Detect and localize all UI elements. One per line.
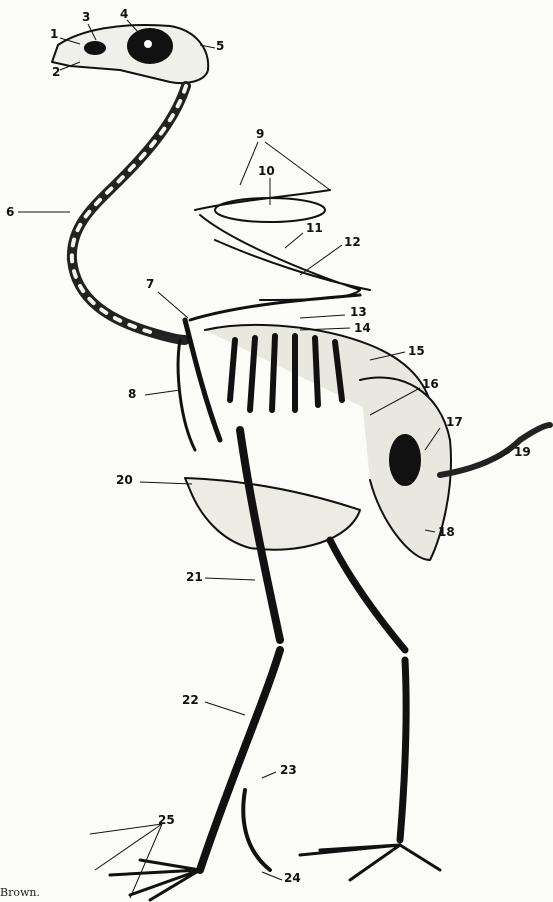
label-5: 5 — [216, 40, 224, 52]
label-10: 10 — [258, 165, 275, 177]
label-6: 6 — [6, 206, 14, 218]
label-2: 2 — [52, 66, 60, 78]
foot-near — [110, 860, 200, 900]
label-4: 4 — [120, 8, 128, 20]
label-21: 21 — [186, 571, 203, 583]
nostril — [85, 42, 105, 54]
label-22: 22 — [182, 694, 199, 706]
label-18: 18 — [438, 526, 455, 538]
label-24: 24 — [284, 872, 301, 884]
label-25: 25 — [158, 814, 175, 826]
label-8: 8 — [128, 388, 136, 400]
sternum — [185, 478, 360, 550]
label-17: 17 — [446, 416, 463, 428]
foot-far — [300, 845, 440, 880]
label-16: 16 — [422, 378, 439, 390]
label-19: 19 — [514, 446, 531, 458]
label-7: 7 — [146, 278, 154, 290]
label-14: 14 — [354, 322, 371, 334]
label-12: 12 — [344, 236, 361, 248]
label-1: 1 — [50, 28, 58, 40]
illustrator-credit: Brown. — [0, 886, 40, 899]
label-9: 9 — [256, 128, 264, 140]
tibia-near — [200, 650, 280, 870]
tail — [440, 425, 550, 475]
spine — [190, 295, 360, 320]
label-23: 23 — [280, 764, 297, 776]
label-11: 11 — [306, 222, 323, 234]
femur-far — [330, 540, 405, 650]
label-3: 3 — [82, 11, 90, 23]
coracoid — [185, 320, 220, 440]
label-20: 20 — [116, 474, 133, 486]
label-15: 15 — [408, 345, 425, 357]
label-13: 13 — [350, 306, 367, 318]
tibia-far — [400, 660, 406, 840]
